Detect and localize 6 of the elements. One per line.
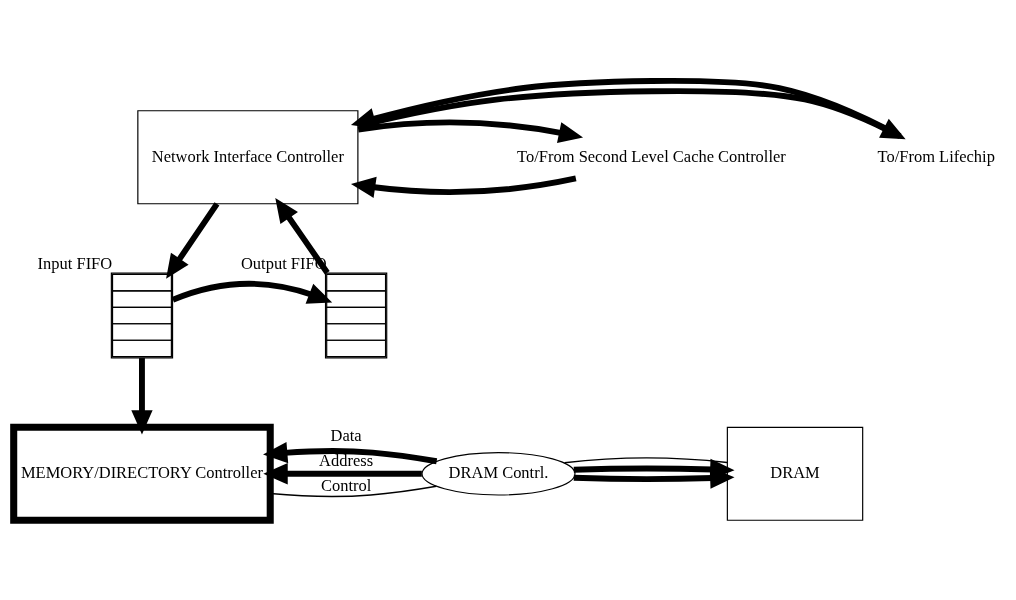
edge-label: Data <box>330 425 362 445</box>
node-text: To/From Lifechip <box>877 146 995 166</box>
edge-label: Control <box>320 475 371 494</box>
edge-label: Address <box>318 450 373 470</box>
node-label: Input FIFO <box>37 253 112 273</box>
node-text: To/From Second Level Cache Controller <box>516 146 786 166</box>
